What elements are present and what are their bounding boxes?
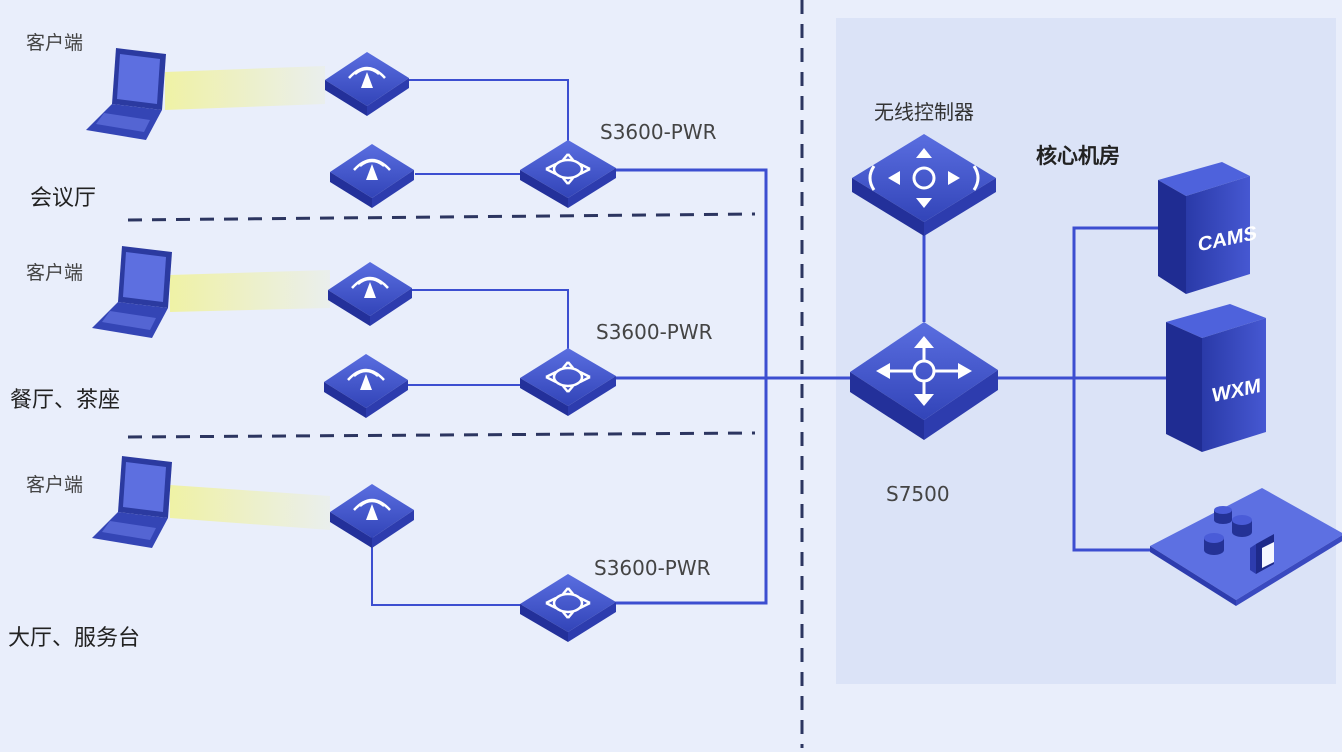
zone-label-3: 大厅、服务台 (8, 626, 141, 651)
access-point-icon-3 (328, 262, 412, 326)
wireless-beam-2 (170, 270, 330, 312)
wxm-server-icon: WXM (1166, 304, 1266, 452)
storage-platform-icon (1150, 488, 1342, 606)
switch-icon-2 (520, 348, 616, 416)
switch-label-3: S3600-PWR (594, 556, 711, 580)
access-point-icon-1 (325, 52, 409, 116)
access-point-icon-2 (330, 144, 414, 208)
link-server-bus (1072, 226, 1160, 552)
zone-divider-1 (127, 212, 756, 222)
uplinks (614, 168, 1168, 605)
access-point-icon-5 (330, 484, 414, 548)
links (371, 79, 569, 606)
link-ap2a-sw2 (412, 289, 569, 352)
core-switch-icon (850, 322, 998, 440)
database-icon (1204, 506, 1252, 555)
wireless-controller-icon (852, 134, 996, 236)
client-label-1: 客户端 (26, 32, 84, 54)
core-room-label: 核心机房 (1036, 144, 1120, 168)
uplink-sw3 (614, 378, 768, 605)
zone-label-1: 会议厅 (30, 186, 97, 211)
client-label-3: 客户端 (26, 474, 84, 496)
link-ap1a-sw1 (408, 79, 569, 145)
wireless-controller-label: 无线控制器 (874, 100, 974, 124)
wireless-beam-3 (170, 485, 330, 530)
terminal-icon (1250, 534, 1274, 574)
client-label-2: 客户端 (26, 262, 84, 284)
cams-server-icon: CAMS (1158, 162, 1257, 294)
core-switch-label: S7500 (886, 482, 950, 506)
access-point-icon-4 (324, 354, 408, 418)
laptop-icon-1 (86, 48, 166, 140)
uplink-sw1 (614, 168, 768, 378)
switch-icon-3 (520, 574, 616, 642)
switch-label-1: S3600-PWR (600, 120, 717, 144)
wireless-beam-1 (165, 66, 325, 110)
switch-icon-1 (520, 140, 616, 208)
switch-label-2: S3600-PWR (596, 320, 713, 344)
laptop-icon-2 (92, 246, 172, 338)
zone-divider-2 (127, 431, 756, 439)
laptop-icon-3 (92, 456, 172, 548)
link-ap3-sw3 (371, 532, 522, 606)
zone-label-2: 餐厅、茶座 (10, 388, 121, 413)
